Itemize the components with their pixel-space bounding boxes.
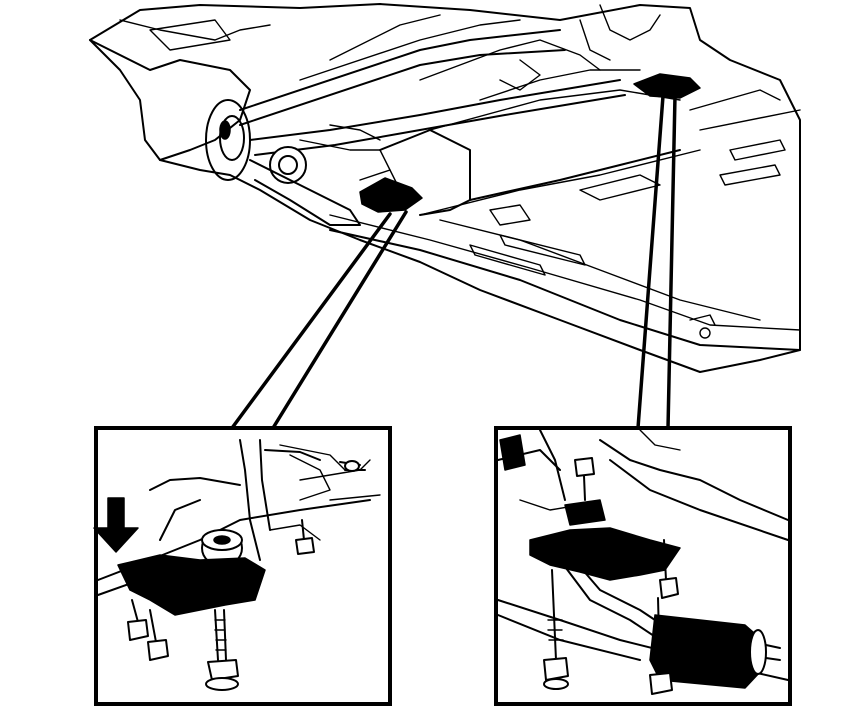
direction-arrow-icon [93, 497, 139, 553]
bolt-icon [574, 457, 595, 501]
inset-mount-part [117, 554, 266, 616]
bolt-icon [649, 539, 679, 695]
bolt-icon [543, 569, 569, 690]
callout-leaders [230, 94, 677, 430]
underbody-overview [89, 3, 801, 373]
bolt-icon [295, 519, 315, 555]
inset-mount-part-right [529, 527, 681, 581]
leader-right [636, 94, 677, 430]
mount-left-highlight [359, 177, 423, 213]
bushing [269, 146, 307, 184]
mount-right-highlight [633, 73, 701, 99]
exhaust-pipe [249, 79, 621, 141]
muffler [649, 614, 763, 689]
right-detail-inset [494, 426, 792, 706]
leader-left [230, 210, 408, 430]
bolt-icon [205, 609, 239, 691]
bolt-icon [147, 609, 169, 661]
brake-disc [205, 99, 251, 181]
body-outline [89, 3, 801, 373]
rocker-panel [329, 229, 801, 351]
front-fender [89, 39, 251, 161]
bolt-icon [127, 599, 149, 641]
left-detail-inset [93, 426, 392, 706]
